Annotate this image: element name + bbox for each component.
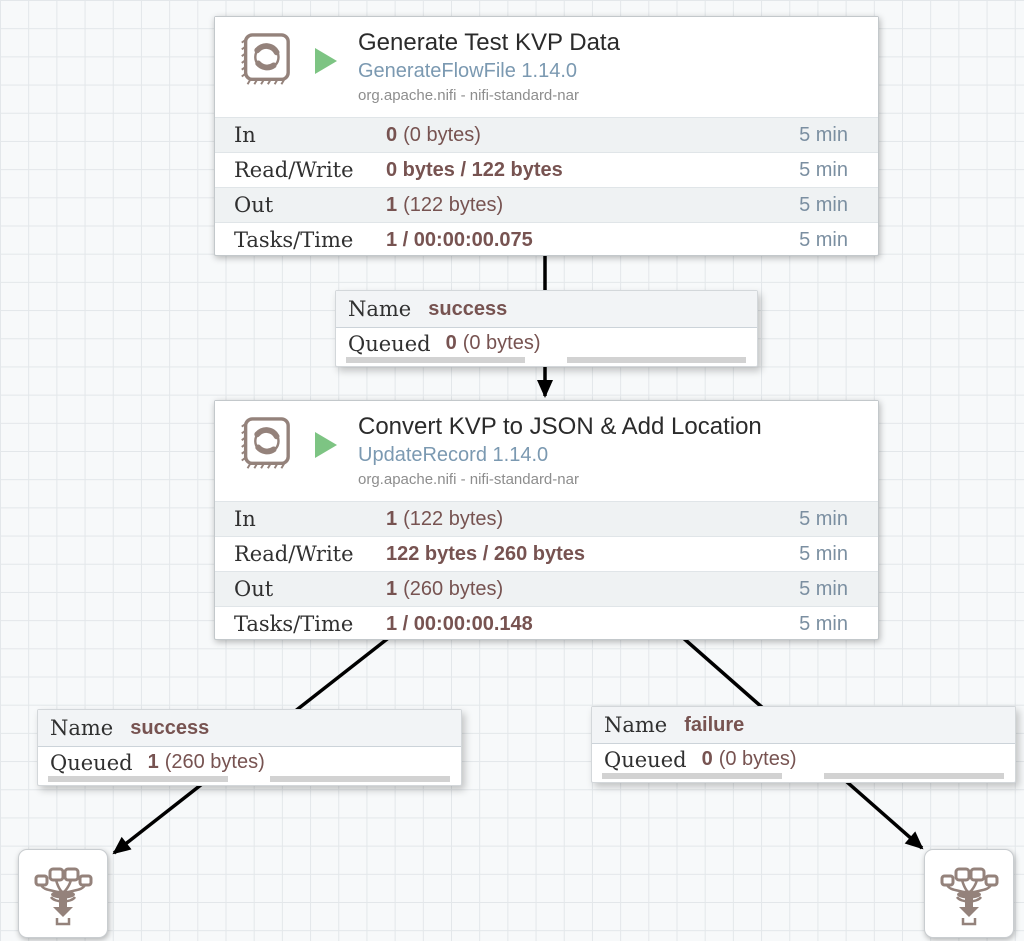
connection-queued-label: Queued — [50, 750, 133, 775]
connection-label-success-0[interactable]: Name success Queued 0 (0 bytes) — [335, 290, 758, 367]
queue-percent-bars — [602, 773, 1004, 779]
stat-value: 122 bytes / 260 bytes — [386, 542, 586, 565]
stat-row-read-write: Read/Write 122 bytes / 260 bytes 5 min — [215, 536, 878, 571]
processor-bundle: org.apache.nifi - nifi-standard-nar — [358, 87, 579, 104]
processor-stamp-icon — [241, 33, 290, 85]
processor-convert-kvp-to-json[interactable]: Convert KVP to JSON & Add Location Updat… — [214, 400, 879, 640]
connection-name-row: Name success — [38, 710, 461, 747]
stat-label: Read/Write — [234, 542, 354, 566]
connection-name-label: Name — [50, 716, 114, 740]
stat-row-tasks-time: Tasks/Time 1 / 00:00:00.075 5 min — [215, 222, 878, 257]
queue-size-bar — [270, 776, 450, 782]
run-status-play-triangle-icon — [315, 48, 337, 74]
connection-queued-row: Queued 0 (0 bytes) — [592, 744, 1015, 775]
connection-name-label: Name — [604, 713, 668, 737]
processor-type: UpdateRecord 1.14.0 — [358, 444, 549, 466]
processor-title: Generate Test KVP Data — [358, 29, 620, 56]
stat-label: Out — [234, 193, 274, 217]
connection-name-value: success — [130, 716, 210, 739]
connection-label-failure[interactable]: Name failure Queued 0 (0 bytes) — [591, 706, 1016, 783]
connection-name-value: success — [428, 297, 508, 320]
connection-queued-size: (0 bytes) — [718, 748, 797, 770]
stat-window: 5 min — [799, 123, 848, 146]
processor-header: Generate Test KVP Data GenerateFlowFile … — [215, 17, 878, 117]
processor-stamp-icon — [241, 417, 290, 469]
connection-label-success-1[interactable]: Name success Queued 1 (260 bytes) — [37, 709, 462, 786]
stat-window: 5 min — [799, 228, 848, 251]
stat-window: 5 min — [799, 507, 848, 530]
stat-value: 1 / 00:00:00.075 — [386, 228, 533, 251]
connection-name-row: Name failure — [592, 707, 1015, 744]
connection-queued-count: 1 — [147, 751, 159, 773]
stat-value: 0 bytes / 122 bytes — [386, 158, 563, 181]
stat-window: 5 min — [799, 542, 848, 565]
connection-name-row: Name success — [336, 291, 757, 328]
processor-type: GenerateFlowFile 1.14.0 — [358, 60, 578, 82]
queue-count-bar — [48, 776, 228, 782]
stat-label: Out — [234, 577, 274, 601]
queue-count-bar — [602, 773, 782, 779]
stat-value: 0(0 bytes) — [386, 123, 481, 146]
connection-queued-row: Queued 0 (0 bytes) — [336, 328, 757, 359]
processor-generate-test-kvp-data[interactable]: Generate Test KVP Data GenerateFlowFile … — [214, 16, 879, 256]
funnel-left[interactable] — [18, 849, 108, 938]
connection-queued-size: (0 bytes) — [462, 332, 541, 354]
stat-label: Read/Write — [234, 158, 354, 182]
stat-row-in: In 1(122 bytes) 5 min — [215, 501, 878, 536]
funnel-right[interactable] — [924, 849, 1014, 938]
stat-row-tasks-time: Tasks/Time 1 / 00:00:00.148 5 min — [215, 606, 878, 641]
stat-value: 1 / 00:00:00.148 — [386, 612, 533, 635]
run-status-play-triangle-icon — [315, 432, 337, 458]
stat-row-in: In 0(0 bytes) 5 min — [215, 117, 878, 152]
connection-name-value: failure — [684, 713, 745, 736]
stat-row-read-write: Read/Write 0 bytes / 122 bytes 5 min — [215, 152, 878, 187]
connection-name-label: Name — [348, 297, 412, 321]
queue-count-bar — [346, 357, 525, 363]
connection-queued-label: Queued — [604, 747, 687, 772]
connection-queued-size: (260 bytes) — [164, 751, 265, 773]
stat-label: Tasks/Time — [234, 228, 354, 252]
stat-row-out: Out 1(260 bytes) 5 min — [215, 571, 878, 606]
funnel-icon — [940, 867, 999, 925]
connection-queued-count: 0 — [445, 332, 457, 354]
queue-size-bar — [824, 773, 1004, 779]
queue-percent-bars — [346, 357, 746, 363]
processor-bundle: org.apache.nifi - nifi-standard-nar — [358, 471, 579, 488]
stat-window: 5 min — [799, 577, 848, 600]
connection-queued-label: Queued — [348, 331, 431, 356]
funnel-icon — [34, 867, 93, 925]
stat-label: In — [234, 507, 256, 531]
stat-row-out: Out 1(122 bytes) 5 min — [215, 187, 878, 222]
processor-title: Convert KVP to JSON & Add Location — [358, 413, 762, 440]
stat-label: In — [234, 123, 256, 147]
stat-value: 1(260 bytes) — [386, 577, 504, 600]
stat-label: Tasks/Time — [234, 612, 354, 636]
stat-value: 1(122 bytes) — [386, 193, 504, 216]
stat-window: 5 min — [799, 612, 848, 635]
stat-window: 5 min — [799, 193, 848, 216]
queue-percent-bars — [48, 776, 450, 782]
stat-value: 1(122 bytes) — [386, 507, 504, 530]
connection-queued-count: 0 — [701, 748, 713, 770]
processor-header: Convert KVP to JSON & Add Location Updat… — [215, 401, 878, 501]
connection-queued-row: Queued 1 (260 bytes) — [38, 747, 461, 778]
queue-size-bar — [567, 357, 746, 363]
stat-window: 5 min — [799, 158, 848, 181]
